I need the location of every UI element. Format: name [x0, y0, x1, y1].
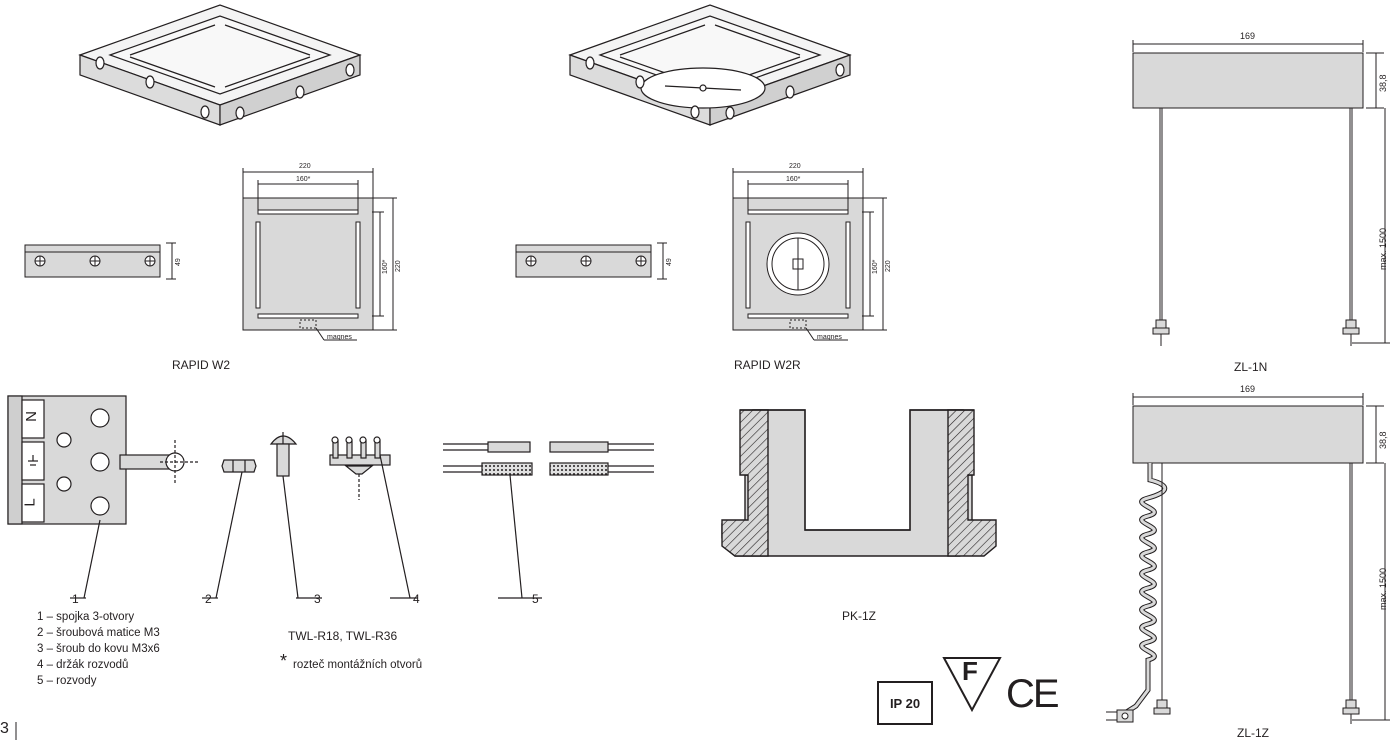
w2r-side-mount-dim: 160* [872, 259, 879, 274]
zl1n-depth-dim: 38,8 [1378, 74, 1388, 92]
zl1z-length-dim: max. 1500 [1378, 567, 1388, 610]
zl-1z-pendant [1106, 393, 1390, 724]
part-4-wire-holder [329, 436, 418, 599]
w2r-side-dim: 220 [885, 260, 892, 272]
w2-magnet-label: magnes [327, 334, 352, 341]
ce-mark: CE [1006, 672, 1060, 716]
ip-rating-badge: IP 20 [877, 681, 933, 725]
zl1n-width-dim: 169 [1240, 31, 1256, 41]
w2-height-dim: 49 [175, 258, 182, 266]
w2r-magnet-label: magnes [817, 334, 842, 341]
w2-side-mount-dim: 160* [382, 259, 389, 274]
zl-1n-caption: ZL-1N [1234, 360, 1268, 374]
rapid-w2-plan-view [242, 168, 397, 341]
w2-width-dim: 220 [299, 163, 311, 170]
w2r-width-dim: 220 [789, 163, 801, 170]
pk-1z-caption: PK-1Z [842, 609, 877, 623]
zl1z-depth-dim: 38,8 [1378, 431, 1388, 449]
legend-item-3: 3 – šroub do kovu M3x6 [37, 643, 160, 655]
w2r-mount-dim: 160* [786, 176, 801, 183]
zl-1n-pendant [1132, 40, 1390, 346]
rapid-w2-side-view [24, 242, 176, 280]
callout-1: 1 [72, 592, 79, 606]
legend-item-5: 5 – rozvody [37, 675, 97, 687]
part-1-terminal-block [7, 395, 200, 599]
footnote-asterisk: * [280, 651, 288, 671]
rapid-w2-isometric [78, 4, 362, 126]
part-3-screw [269, 432, 322, 599]
legend-item-1: 1 – spojka 3-otvory [37, 611, 135, 623]
twl-caption: TWL-R18, TWL-R36 [288, 629, 398, 643]
callout-4: 4 [413, 592, 420, 606]
terminal-n-label: N [22, 411, 40, 422]
f-mark-letter: F [962, 656, 978, 686]
rapid-w2r-plan-view [732, 168, 887, 341]
rapid-w2r-caption: RAPID W2R [734, 358, 801, 372]
footnote-text: rozteč montážních otvorů [293, 659, 423, 671]
part-5-wires [443, 441, 654, 599]
legend-item-2: 2 – šroubová matice M3 [37, 627, 160, 639]
zl1n-length-dim: max. 1500 [1378, 227, 1388, 270]
rapid-w2r-side-view [515, 242, 667, 280]
legend-item-4: 4 – držák rozvodů [37, 659, 129, 671]
callout-3: 3 [314, 592, 321, 606]
part-2-nut [202, 459, 257, 599]
callout-5: 5 [532, 592, 539, 606]
page-number: 3 [0, 720, 9, 737]
pk-1z-bushing [721, 409, 997, 557]
callout-2: 2 [205, 592, 212, 606]
rapid-w2r-isometric [568, 4, 852, 126]
terminal-l-label: L [21, 498, 39, 507]
zl-1z-caption: ZL-1Z [1237, 726, 1270, 740]
w2r-height-dim: 49 [666, 258, 673, 266]
w2-mount-dim: 160* [296, 176, 311, 183]
rapid-w2-caption: RAPID W2 [172, 358, 231, 372]
zl1z-width-dim: 169 [1240, 384, 1256, 394]
f-mark-icon [942, 657, 1002, 713]
w2-side-dim: 220 [395, 260, 402, 272]
